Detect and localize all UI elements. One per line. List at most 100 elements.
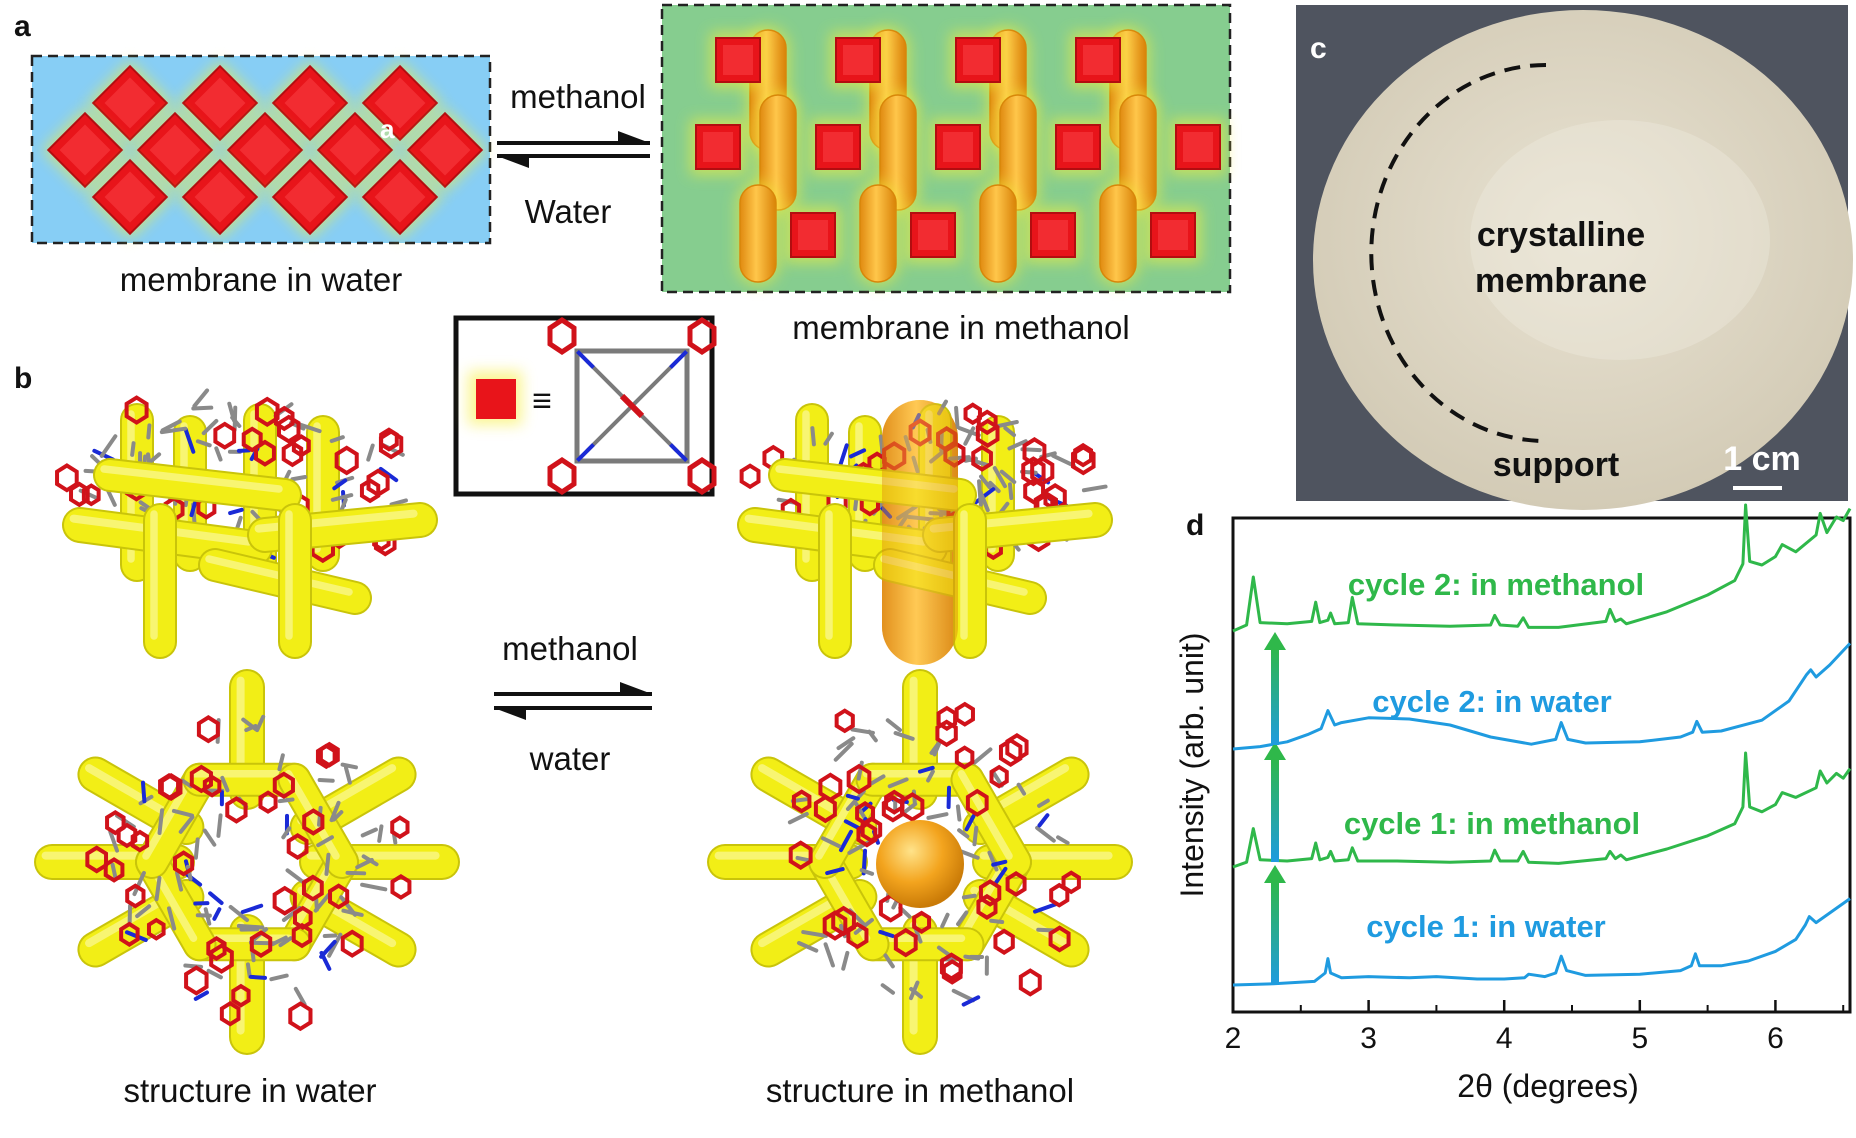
red-ring-fragment [328,883,350,910]
red-diamond [181,64,259,142]
framework-bond [329,800,341,823]
red-diamond [406,111,484,189]
red-ring-fragment [125,883,146,909]
framework-bond [245,962,252,979]
framework-bond [820,836,842,849]
panel-c-letter: c [1310,32,1327,65]
red-ring-fragment [196,715,220,744]
series-line [1232,897,1851,987]
series-label: cycle 2: in methanol [1348,567,1644,602]
framework-bond [220,775,230,793]
framework-bond [917,765,935,774]
framework-bond [235,515,243,530]
framework-bond [277,753,285,772]
red-ring-fragment [1005,871,1027,897]
framework-bond [212,907,222,921]
framework-bond [963,426,976,446]
red-ring-fragment [258,790,278,814]
red-ring-fragment [291,434,311,458]
framework-bond [201,418,219,436]
red-diamond [46,111,124,189]
framework-bond [836,736,856,751]
red-ring-fragment [1021,456,1046,487]
panel-d-letter: d [1186,509,1204,542]
orange-capsule [859,184,897,283]
methanol-membrane-tiles [690,26,1226,286]
legend-equivalence-symbol: ≡ [532,382,552,420]
red-ring-fragment [291,922,313,949]
red-ring-fragment [213,421,237,450]
framework-bond [191,405,214,411]
membrane-photo [1296,5,1853,510]
framework-bond [926,769,935,783]
framework-bond [1007,439,1028,451]
framework-bond [183,963,204,969]
framework-bond [883,953,895,969]
framework-bond [1036,927,1055,933]
red-ring-fragment [390,873,412,900]
red-ring-fragment [146,917,166,941]
red-ring-fragment [184,965,209,996]
framework-bond [833,741,854,762]
caption-structure-in-water: structure in water [123,1072,376,1109]
framework-bond [298,422,322,434]
support-boundary-dashed [1369,63,1547,443]
red-diamond [316,111,394,189]
label-membrane: membrane [1475,262,1647,300]
framework-bond [331,810,344,822]
framework-bond [146,423,152,440]
red-ring-fragment [900,792,925,822]
framework-bond [378,466,399,483]
square-highlight [1063,132,1093,162]
framework-bond [255,714,266,733]
framework-bond [175,871,184,892]
red-ring-fragment [834,708,855,734]
red-ring-fragment [860,816,883,844]
structure-methanol-top-view [707,669,1133,1055]
red-ring-fragment [124,395,149,425]
legend-red-square [476,379,516,419]
red-ring-fragment [219,1001,241,1027]
framework-bond [189,498,198,518]
framework-bond [1016,782,1027,796]
red-ring-fragment [818,772,843,803]
molecule-red-ring [547,316,577,356]
x-tick-label: 4 [1496,1022,1513,1055]
panel-a-arrow-water: Water [525,193,612,230]
framework-bond [979,474,992,490]
framework-bond [281,826,292,840]
framework-bond [954,405,960,429]
red-ring-fragment [1049,882,1070,908]
red-ring-fragment [103,857,125,883]
framework-bond [1033,902,1058,914]
yellow-rod-shine [284,769,340,860]
red-ring-fragment [975,418,1000,448]
framework-bond [837,443,849,470]
framework-bond [972,747,993,765]
framework-bond [195,439,212,448]
framework-bond [880,983,896,995]
x-tick-label: 3 [1360,1022,1377,1055]
red-ring-fragment [846,763,872,795]
framework-bond [999,469,1017,484]
framework-bond [228,904,250,923]
red-ring-fragment [302,808,325,836]
red-ring-fragment [989,764,1009,789]
series-line [1232,751,1852,869]
guest-sphere [876,820,964,908]
framework-bond [277,797,295,804]
square-highlight [843,45,873,75]
square-highlight [823,132,853,162]
red-ring-fragment [272,885,297,916]
framework-bond [961,893,977,900]
panel-a-letter: a [14,10,31,43]
framework-bond [1037,798,1050,808]
red-square [790,212,836,258]
red-diamond [361,64,439,142]
cycle-arrow-head [1264,742,1286,760]
red-ring-fragment [119,921,140,947]
diamond-highlight [194,171,246,223]
framework-bond [850,727,875,735]
framework-bond [909,986,923,999]
